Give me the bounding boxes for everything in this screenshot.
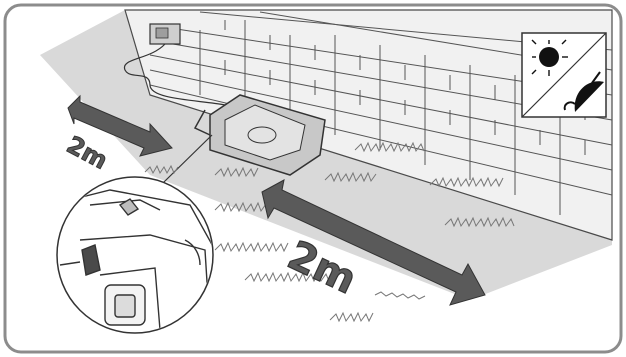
weather-badge — [522, 33, 606, 117]
detail-magnifier — [57, 177, 215, 333]
wall-power-box-icon — [150, 24, 180, 44]
